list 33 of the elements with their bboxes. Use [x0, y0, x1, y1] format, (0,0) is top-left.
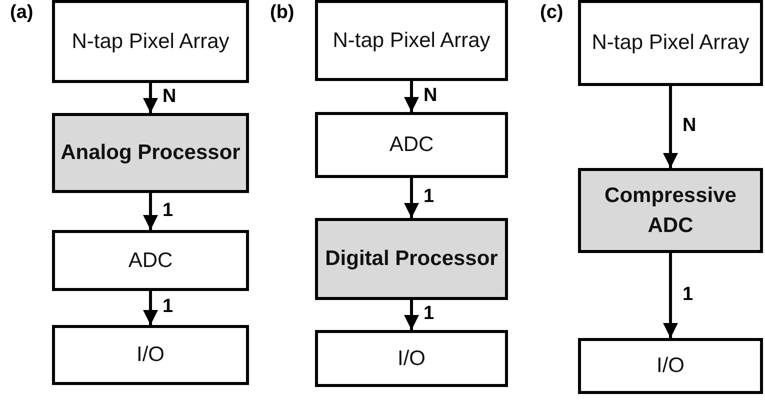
process-block [52, 325, 249, 385]
process-block [52, 0, 249, 83]
block-label: N-tap Pixel Array [592, 30, 750, 56]
highlighted-block [52, 113, 249, 193]
block-label: Digital Processor [325, 246, 498, 272]
process-block [315, 0, 508, 81]
arrow [663, 253, 678, 338]
panel-label: (a) [10, 3, 34, 24]
arrow [143, 193, 158, 230]
process-block [315, 112, 508, 178]
panel-label: (b) [270, 3, 294, 24]
block-label: ADC [389, 132, 434, 158]
arrow [404, 178, 419, 218]
arrow [143, 83, 158, 113]
block-label: Compressive ADC [604, 183, 738, 238]
process-block [52, 230, 249, 291]
block-label: I/O [136, 342, 164, 368]
process-block [578, 0, 763, 86]
process-block [578, 338, 763, 394]
process-block [315, 330, 508, 387]
block-label: ADC [128, 248, 173, 274]
block-label: N-tap Pixel Array [332, 28, 490, 54]
highlighted-block [315, 218, 508, 300]
arrow [143, 291, 158, 325]
arrow [404, 300, 419, 330]
block-label: N-tap Pixel Array [72, 28, 230, 55]
block-label: I/O [656, 353, 684, 380]
highlighted-block [578, 168, 763, 253]
arrow [663, 86, 678, 168]
arrow [404, 81, 419, 112]
block-label: Analog Processor [60, 140, 240, 166]
block-label: I/O [397, 346, 426, 372]
panel-label: (c) [540, 3, 564, 24]
